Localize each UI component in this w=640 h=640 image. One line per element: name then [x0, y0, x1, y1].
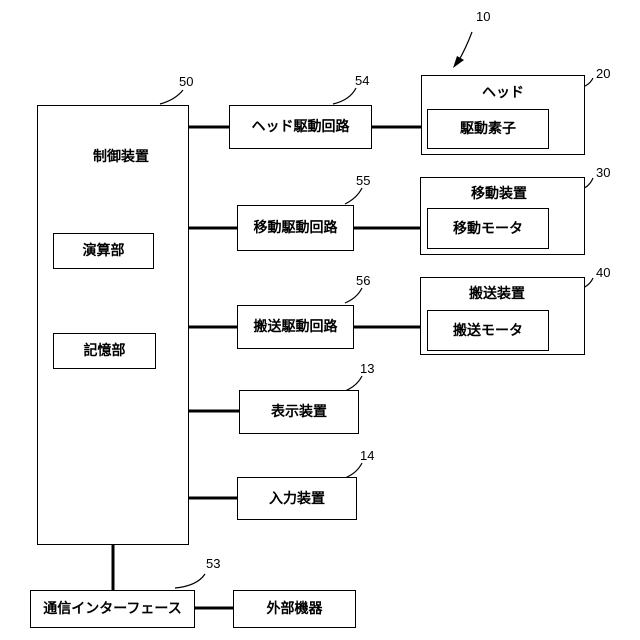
memory-box: 記憶部: [53, 333, 156, 369]
ref-40: 40: [596, 266, 610, 279]
ref-20: 20: [596, 67, 610, 80]
move-drive-circuit-label: 移動駆動回路: [238, 221, 353, 235]
external-device-box: 外部機器: [233, 590, 356, 628]
head-label: ヘッド: [482, 86, 524, 100]
head-drive-circuit-box: ヘッド駆動回路: [229, 105, 372, 149]
input-device-box: 入力装置: [237, 477, 357, 520]
ref-30: 30: [596, 166, 610, 179]
system-arrow-shaft: [458, 32, 472, 62]
ref-13: 13: [360, 362, 374, 375]
move-unit-label: 移動装置: [471, 187, 527, 201]
display-device-label: 表示装置: [240, 405, 358, 419]
ref-54: 54: [355, 74, 369, 87]
carry-drive-circuit-box: 搬送駆動回路: [237, 305, 354, 349]
system-arrow-head: [453, 56, 464, 68]
leader-55: [345, 188, 362, 204]
ref-56: 56: [356, 274, 370, 287]
input-device-label: 入力装置: [238, 492, 356, 506]
carry-motor-label: 搬送モータ: [428, 324, 548, 338]
move-motor-label: 移動モータ: [428, 222, 548, 236]
ref-10: 10: [476, 10, 490, 23]
move-drive-circuit-box: 移動駆動回路: [237, 205, 354, 251]
drive-element-box: 駆動素子: [427, 109, 549, 149]
comm-interface-box: 通信インターフェース: [30, 590, 195, 628]
memory-label: 記憶部: [54, 344, 155, 358]
ref-53: 53: [206, 557, 220, 570]
leader-14: [345, 463, 362, 478]
ref-55: 55: [356, 174, 370, 187]
leader-56: [345, 288, 362, 303]
leader-13: [345, 376, 362, 391]
move-motor-box: 移動モータ: [427, 208, 549, 249]
display-device-box: 表示装置: [239, 390, 359, 434]
leader-53: [175, 574, 205, 588]
comm-interface-label: 通信インターフェース: [31, 602, 194, 616]
cpu-label: 演算部: [54, 244, 153, 258]
leader-50: [160, 90, 183, 104]
carry-drive-circuit-label: 搬送駆動回路: [238, 320, 353, 334]
head-drive-circuit-label: ヘッド駆動回路: [230, 120, 371, 134]
controller-label: 制御装置: [93, 150, 149, 164]
drive-element-label: 駆動素子: [428, 122, 548, 136]
ref-50: 50: [179, 75, 193, 88]
cpu-box: 演算部: [53, 233, 154, 269]
leader-54: [333, 88, 356, 104]
controller-box: 制御装置: [37, 105, 189, 545]
carry-unit-label: 搬送装置: [469, 287, 525, 301]
ref-14: 14: [360, 449, 374, 462]
external-device-label: 外部機器: [234, 602, 355, 616]
carry-motor-box: 搬送モータ: [427, 310, 549, 351]
